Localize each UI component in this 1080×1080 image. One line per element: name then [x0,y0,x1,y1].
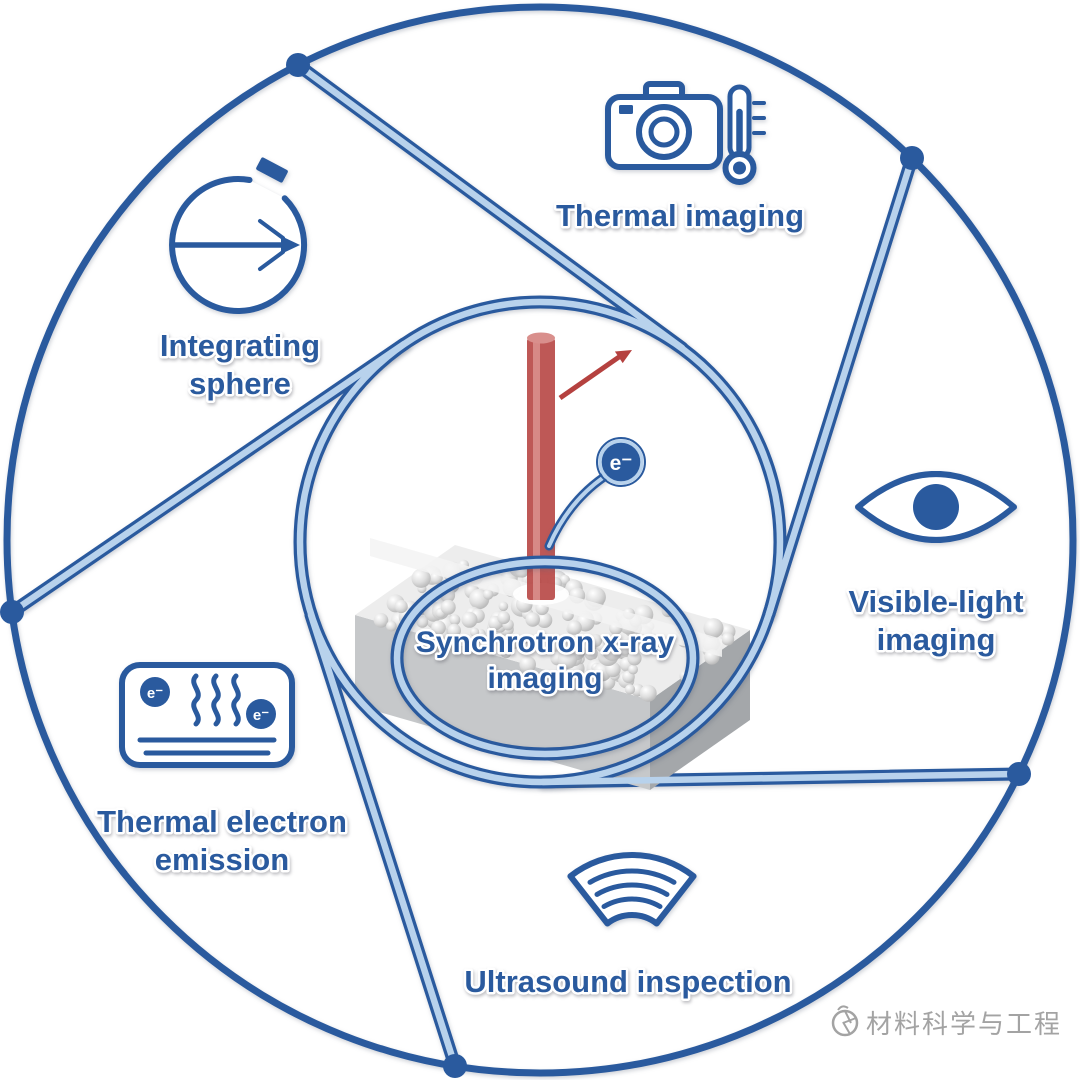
watermark: 材料科学与工程 [831,1005,1062,1040]
ultrasound-label: Ultrasound inspection [464,964,791,999]
eye-pupil [913,484,959,530]
thermal-electron-label-line2: emission [155,842,289,877]
integrating-sphere-icon [169,157,308,314]
electron-badge: e⁻ [596,437,646,487]
thermal-electron-label-line1: Thermal electron [97,804,347,839]
electron-emission-icon: e⁻ e⁻ [119,662,295,768]
aperture-node [1007,762,1031,786]
integrating-sphere-label-line1: Integrating [160,328,320,363]
aperture-node [0,600,24,624]
eye-icon [855,471,1017,543]
outer-ring [3,3,1077,1077]
ultrasound-waves-icon [567,851,697,927]
center-label-line2: imaging [487,662,602,695]
scan-direction-arrow [558,350,632,401]
integrating-sphere-label-line2: sphere [189,366,291,401]
electron-badge-small: e⁻ [147,685,163,702]
watermark-text: 材料科学与工程 [866,1010,1062,1040]
aperture-node [443,1054,467,1078]
aperture-node [286,53,310,77]
camera-thermometer-icon [605,81,766,185]
thermal-imaging-label: Thermal imaging [556,198,804,233]
aperture-nodes [0,53,1031,1078]
visible-light-label-line1: Visible-light [848,584,1023,619]
visible-light-label-line2: imaging [877,622,996,657]
block-side-face [650,630,750,790]
electron-badge-small: e⁻ [253,707,269,724]
center-label-line1: Synchrotron x-ray [416,626,675,659]
aperture-logo-icon [831,1005,859,1037]
aperture-node [900,146,924,170]
electron-connector-line [549,477,604,546]
electron-badge-label: e⁻ [610,452,633,475]
powder-particles [373,556,736,702]
laser-beam [527,332,555,600]
